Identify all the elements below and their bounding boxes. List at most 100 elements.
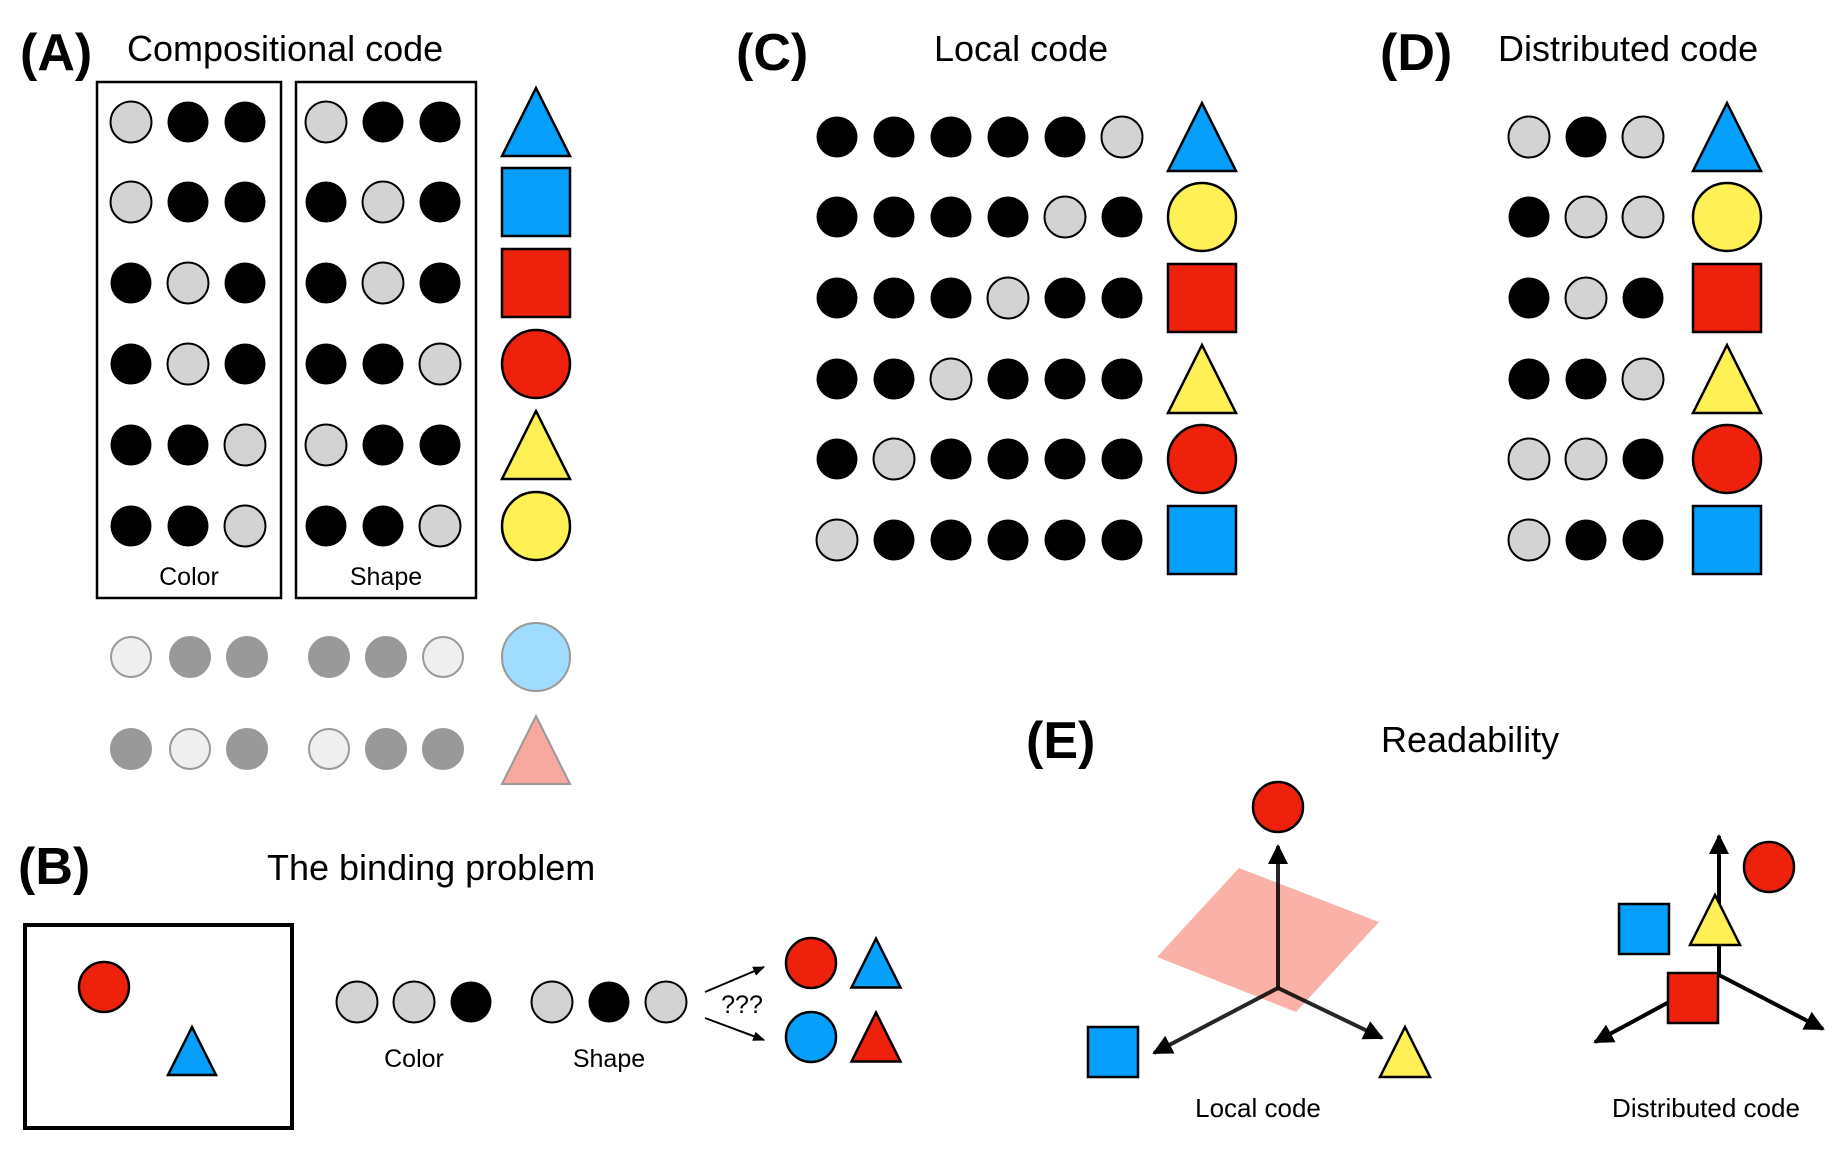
- ambiguity-label: ???: [721, 991, 763, 1019]
- distributed-unit-active: [1508, 277, 1550, 319]
- local-unit-active: [1101, 196, 1143, 238]
- blue-triangle: [1690, 100, 1764, 173]
- interpretations: [784, 935, 903, 1064]
- color-unit-active: [224, 262, 266, 304]
- local-code-objects: [1086, 780, 1433, 1079]
- shape-group-box: [294, 80, 478, 600]
- blue-square: [500, 166, 572, 238]
- red-circle: [500, 328, 572, 400]
- panel-a-units: [109, 100, 462, 548]
- local-unit-active: [816, 438, 858, 480]
- local-axis-left: [1152, 986, 1279, 1055]
- distributed-unit-active: [1508, 358, 1550, 400]
- panel-d: (D) Distributed code: [1380, 24, 1764, 576]
- shape-unit-active: [362, 343, 404, 385]
- yellow-triangle: [1377, 1024, 1433, 1079]
- shape-unit-active: [362, 505, 404, 547]
- color-unit-active: [110, 262, 152, 304]
- local-unit-active: [1044, 277, 1086, 319]
- scene-box: [23, 923, 294, 1130]
- color-unit-inactive: [166, 261, 210, 305]
- shape-unit-active: [362, 101, 404, 143]
- shape-unit-active: [305, 343, 347, 385]
- color-unit-active: [224, 181, 266, 223]
- panel-a-letter: (A): [20, 24, 92, 82]
- local-unit-active: [873, 519, 915, 561]
- shape-unit-inactive: [361, 180, 405, 224]
- local-unit-active: [1101, 519, 1143, 561]
- novel-shape-unit-active: [422, 728, 464, 770]
- red-square: [500, 247, 572, 319]
- distributed-unit-inactive: [1621, 357, 1665, 401]
- color-unit-inactive: [223, 423, 267, 467]
- arrow-interpretation-2: [704, 1017, 766, 1041]
- distributed-unit-inactive: [1564, 276, 1608, 320]
- panel-b-shape-label: Shape: [573, 1045, 645, 1073]
- distributed-unit-inactive: [1507, 115, 1551, 159]
- local-unit-active: [930, 519, 972, 561]
- shape-unit-active: [362, 424, 404, 466]
- distributed-code-label: Distributed code: [1612, 1093, 1800, 1123]
- local-code-label: Local code: [1195, 1093, 1321, 1123]
- distributed-unit-inactive: [1507, 437, 1551, 481]
- local-unit-active: [1101, 438, 1143, 480]
- arrow-interpretation-1: [704, 966, 766, 993]
- local-unit-active: [987, 438, 1029, 480]
- blue-square: [1617, 902, 1671, 956]
- binding-shape-unit-active: [588, 981, 630, 1023]
- binding-shape-unit-inactive: [530, 980, 574, 1024]
- color-unit-active: [224, 101, 266, 143]
- novel-shape-unit-active: [365, 636, 407, 678]
- yellow-circle: [1166, 181, 1238, 253]
- novel-shape-unit-inactive: [308, 728, 350, 770]
- binding-color-unit-inactive: [335, 980, 379, 1024]
- red-square: [1666, 971, 1720, 1025]
- color-unit-inactive: [109, 100, 153, 144]
- blue-triangle: [499, 85, 573, 158]
- local-unit-active: [816, 277, 858, 319]
- blue-square: [1086, 1025, 1140, 1079]
- panel-c: (C) Local code: [736, 24, 1239, 576]
- local-unit-active: [873, 277, 915, 319]
- distributed-unit-active: [1565, 519, 1607, 561]
- local-unit-active: [1101, 358, 1143, 400]
- panel-d-title: Distributed code: [1498, 28, 1758, 69]
- binding-shape-unit-inactive: [644, 980, 688, 1024]
- novel-shape-unit-active: [365, 728, 407, 770]
- yellow-triangle: [499, 408, 573, 481]
- local-unit-active: [930, 196, 972, 238]
- panel-b-color-label: Color: [384, 1045, 444, 1073]
- red-circle: [1166, 423, 1238, 495]
- blue-square: [1691, 504, 1763, 576]
- novel-shape-unit-inactive: [422, 636, 464, 678]
- red-triangle: [849, 1009, 903, 1063]
- panel-d-units: [1507, 115, 1665, 562]
- distributed-unit-inactive: [1507, 518, 1551, 562]
- panel-a-objects: [499, 85, 573, 562]
- panel-e-letter: (E): [1026, 712, 1095, 770]
- local-unit-active: [987, 116, 1029, 158]
- color-unit-inactive: [166, 342, 210, 386]
- distributed-unit-active: [1622, 438, 1664, 480]
- red-circle: [1251, 780, 1305, 834]
- panel-d-objects: [1690, 100, 1764, 576]
- distributed-unit-active: [1622, 519, 1664, 561]
- local-unit-inactive: [986, 276, 1030, 320]
- shape-unit-inactive: [418, 342, 462, 386]
- local-unit-inactive: [1043, 195, 1087, 239]
- distributed-unit-inactive: [1621, 115, 1665, 159]
- color-group-label: Color: [159, 563, 219, 591]
- novel-color-unit-active: [169, 636, 211, 678]
- local-unit-active: [1044, 116, 1086, 158]
- panel-a-novel-combinations: [110, 622, 572, 785]
- local-unit-active: [873, 358, 915, 400]
- local-unit-active: [816, 116, 858, 158]
- local-unit-active: [987, 358, 1029, 400]
- red-circle: [1742, 840, 1796, 894]
- color-unit-active: [167, 505, 209, 547]
- red-circle: [77, 960, 131, 1014]
- distributed-unit-active: [1622, 277, 1664, 319]
- shape-unit-inactive: [304, 100, 348, 144]
- local-unit-active: [987, 519, 1029, 561]
